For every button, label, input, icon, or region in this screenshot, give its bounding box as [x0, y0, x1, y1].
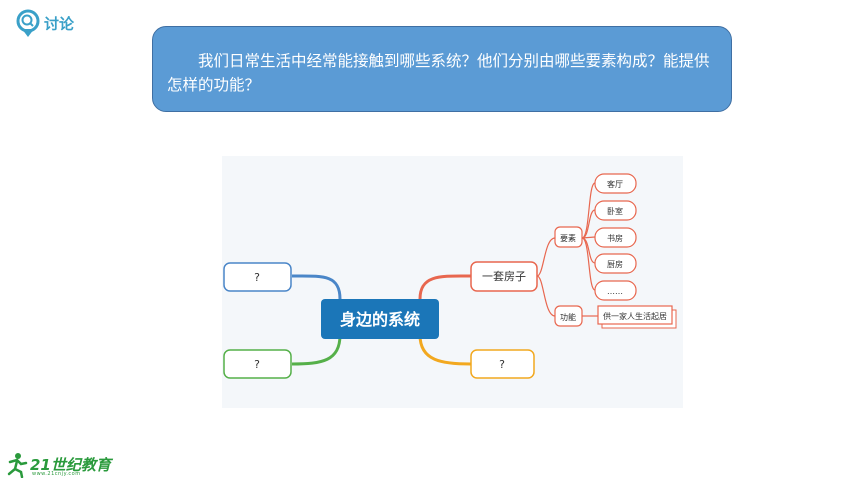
connector-top-right [418, 274, 472, 300]
branch-top-left [223, 262, 292, 292]
house-elements-node [554, 226, 583, 248]
branch-top-right-label: 一套房子 [482, 270, 526, 283]
room-node [594, 200, 637, 221]
house-function-label: 功能 [560, 312, 576, 322]
room-label: 书房 [607, 233, 623, 243]
room-node [594, 253, 637, 274]
function-item-label: 供一家人生活起居 [603, 311, 667, 321]
mindmap-panel: 身边的系统 ? ? 一套房子 ? 要素 功能 客厅 卧室 书房 厨房 …… 供一… [222, 156, 683, 408]
badge-label: 讨论 [44, 15, 75, 33]
runner-icon [7, 453, 28, 478]
discussion-badge: 讨论 [16, 8, 96, 40]
function-item-node [597, 305, 673, 325]
connector-room-5 [581, 237, 596, 291]
connector-house-elements [536, 237, 556, 277]
house-elements-label: 要素 [560, 233, 576, 243]
connector-room-2 [581, 209, 596, 239]
center-node-label: 身边的系统 [340, 310, 420, 329]
room-label: 厨房 [607, 259, 623, 269]
branch-top-right [470, 261, 538, 292]
brand-logo: 21世纪教育 www.21cnjy.com [4, 452, 124, 480]
branch-top-left-label: ? [254, 271, 260, 284]
room-label: 卧室 [607, 206, 623, 216]
question-text: 我们日常生活中经常能接触到哪些系统？他们分别由哪些要素构成？能提供怎样的功能？ [167, 52, 710, 94]
connector-room-3 [581, 236, 596, 239]
room-node [594, 227, 637, 248]
brand-name: 21世纪教育 [30, 456, 111, 474]
room-label: …… [607, 287, 623, 296]
branch-bottom-right-label: ? [499, 358, 505, 371]
question-box: 我们日常生活中经常能接触到哪些系统？他们分别由哪些要素构成？能提供怎样的功能？ [152, 26, 732, 112]
mindmap-diagram: 身边的系统 ? ? 一套房子 ? 要素 功能 客厅 卧室 书房 厨房 …… 供一… [223, 173, 677, 379]
branch-bottom-left [223, 349, 292, 379]
room-node [594, 173, 637, 194]
center-node [321, 299, 439, 339]
connector-house-function [536, 275, 556, 317]
house-function-node [554, 305, 583, 327]
room-node [594, 280, 637, 301]
connector-bottom-right [418, 334, 472, 366]
branch-bottom-left-label: ? [254, 358, 260, 371]
connector-bottom-left [291, 334, 342, 366]
branch-bottom-right [470, 349, 535, 379]
brand-url: www.21cnjy.com [32, 471, 81, 477]
connector-top-left [291, 274, 342, 300]
room-label: 客厅 [607, 179, 623, 189]
magnifier-location-icon [16, 9, 40, 37]
